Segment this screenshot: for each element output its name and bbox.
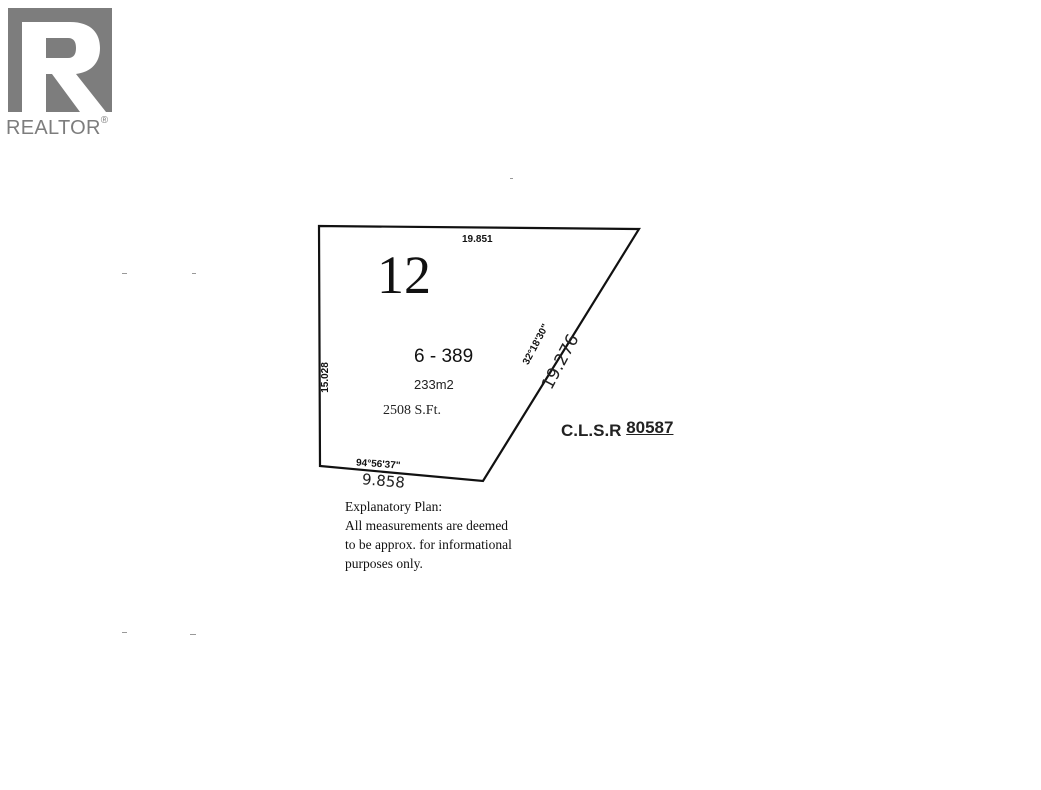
realtor-logo-text: REALTOR® xyxy=(6,115,109,140)
survey-label: C.L.S.R xyxy=(561,421,622,440)
scan-speck xyxy=(122,273,127,274)
note-line-4: purposes only. xyxy=(345,556,423,571)
survey-reference: C.L.S.R 80587 xyxy=(561,418,674,441)
area-imperial: 2508 S.Ft. xyxy=(383,403,441,418)
scan-speck xyxy=(190,634,196,635)
parcel-id: 6 - 389 xyxy=(414,346,474,367)
dimension-left: 15.028 xyxy=(319,362,331,393)
dimension-bottom: 9.858 xyxy=(361,470,406,492)
scan-speck xyxy=(510,178,513,179)
scan-speck xyxy=(122,632,127,633)
note-line-2: All measurements are deemed xyxy=(345,518,509,533)
explanatory-note: Explanatory Plan: All measurements are d… xyxy=(345,497,545,573)
note-line-3: to be approx. for informational xyxy=(345,537,512,552)
lot-boundary xyxy=(317,224,641,483)
logo-wordmark: REALTOR xyxy=(6,117,101,139)
dimension-top: 19.851 xyxy=(462,234,493,245)
scan-speck xyxy=(192,273,196,274)
realtor-logo: REALTOR® xyxy=(6,6,124,140)
lot-number: 12 xyxy=(377,245,431,305)
registered-mark: ® xyxy=(100,115,109,126)
area-metric: 233m2 xyxy=(414,377,454,392)
note-line-1: Explanatory Plan: xyxy=(345,499,443,514)
realtor-logo-mark-icon xyxy=(8,8,112,112)
survey-number: 80587 xyxy=(626,418,674,437)
